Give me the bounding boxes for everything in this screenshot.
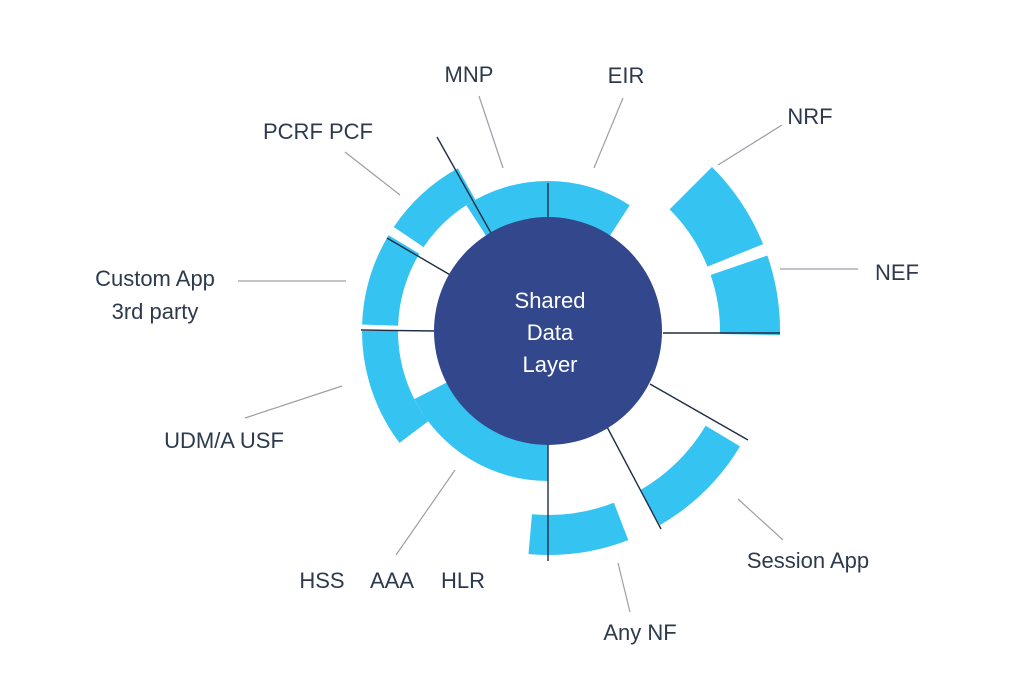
leader-any-nf (617, 562, 631, 613)
leader-eir (593, 97, 624, 169)
ring-segments (362, 167, 781, 555)
label-custom-app-line2: 3rd party (112, 299, 199, 324)
label-pcrf-pcf: PCRF PCF (263, 119, 373, 144)
leader-udm-usf (244, 385, 343, 419)
label-nef: NEF (875, 260, 919, 285)
label-mnp: MNP (445, 62, 494, 87)
segment-session-app (640, 425, 740, 525)
label-hlr: HLR (441, 568, 485, 593)
core-label-line2: Data (527, 320, 574, 345)
leader-mnp (478, 95, 504, 169)
leader-pcrf-pcf (344, 151, 401, 196)
segment-any-nf (528, 502, 629, 555)
label-aaa: AAA (370, 568, 414, 593)
divider-anynf-session (605, 424, 662, 530)
leader-session-app (737, 498, 784, 541)
label-udm-usf: UDM/A USF (164, 428, 284, 453)
label-custom-app-line1: Custom App (95, 266, 215, 291)
segment-custom-app (362, 235, 420, 326)
segment-nef (710, 255, 781, 335)
core-circle (434, 217, 662, 445)
divider-session-top (649, 383, 749, 441)
label-session-app: Session App (747, 548, 869, 573)
core-label-line1: Shared (515, 288, 586, 313)
core-label-line3: Layer (522, 352, 577, 377)
label-hss: HSS (299, 568, 344, 593)
divider-pcrf-top (436, 136, 492, 234)
segment-hss-aaa-hlr (414, 381, 548, 481)
label-nrf: NRF (787, 104, 832, 129)
leader-hss-aaa-hlr (395, 469, 456, 556)
divider-pcrf-custom (386, 237, 453, 277)
divider-custom-udm (360, 329, 437, 332)
divider-lines (360, 136, 780, 561)
leader-nrf (717, 124, 783, 166)
segment-nrf (669, 167, 764, 267)
label-any-nf: Any NF (603, 620, 676, 645)
segment-udm-usf (362, 331, 429, 443)
label-eir: EIR (608, 63, 645, 88)
segment-pcrf-pcf (393, 168, 476, 248)
leader-lines (238, 95, 858, 613)
